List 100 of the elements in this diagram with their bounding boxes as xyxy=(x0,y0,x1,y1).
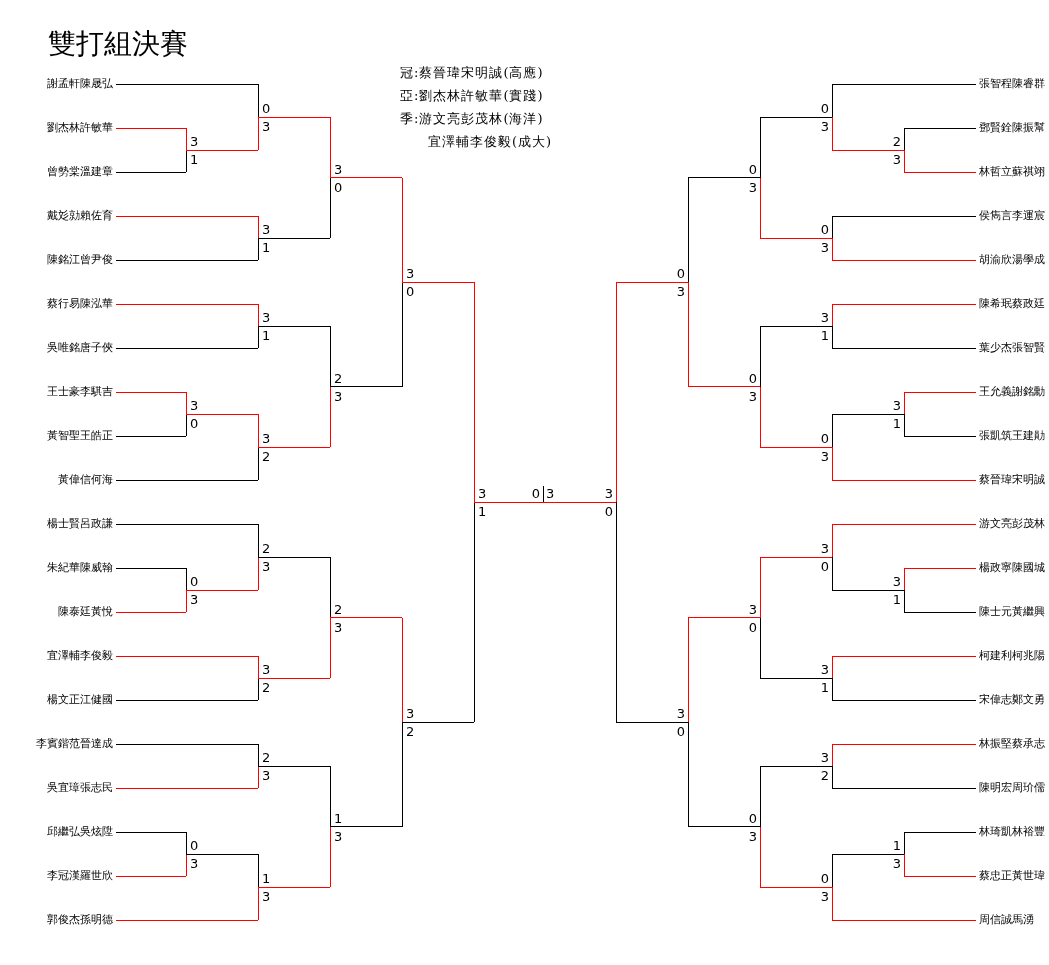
player-name: 吳唯銘唐子俠 xyxy=(47,342,113,353)
score: 1 xyxy=(892,839,901,852)
score: 0 xyxy=(262,102,271,115)
player-name: 黃智聖王皓正 xyxy=(47,430,113,441)
score: 0 xyxy=(748,811,757,825)
score: 3 xyxy=(546,487,555,500)
score: 0 xyxy=(820,223,829,236)
player-name: 蔡行易陳泓華 xyxy=(47,298,113,309)
score: 3 xyxy=(820,241,829,254)
score: 2 xyxy=(334,371,343,385)
score: 3 xyxy=(262,769,271,782)
score: 3 xyxy=(604,487,613,500)
score: 3 xyxy=(334,620,343,634)
score: 0 xyxy=(748,371,757,385)
score: 3 xyxy=(190,135,199,148)
player-name: 陳士元黃繼興 xyxy=(979,606,1045,617)
score: 3 xyxy=(820,751,829,764)
score: 3 xyxy=(262,120,271,133)
score: 3 xyxy=(820,311,829,324)
player-name: 林振堅蔡承志 xyxy=(979,738,1045,749)
score: 0 xyxy=(748,162,757,176)
score: 0 xyxy=(190,417,199,430)
score: 2 xyxy=(334,602,343,616)
score: 1 xyxy=(334,811,343,825)
score: 1 xyxy=(820,329,829,342)
player-name: 朱紀華陳威翰 xyxy=(47,562,113,573)
score: 1 xyxy=(892,417,901,430)
player-name: 曾勢棠溫建章 xyxy=(47,166,113,177)
player-name: 蔡忠正黃世瑋 xyxy=(979,870,1045,881)
player-name: 郭俊杰孫明德 xyxy=(47,914,113,925)
score: 3 xyxy=(334,829,343,843)
player-name: 楊士賢呂政謙 xyxy=(47,518,113,529)
score: 3 xyxy=(748,602,757,616)
score: 1 xyxy=(262,329,271,342)
score: 2 xyxy=(262,542,271,555)
score: 3 xyxy=(748,829,757,843)
player-name: 林琦凱林裕豐 xyxy=(979,826,1045,837)
score: 0 xyxy=(676,267,685,280)
score: 3 xyxy=(262,223,271,236)
score: 3 xyxy=(190,593,199,606)
score: 0 xyxy=(748,620,757,634)
score: 0 xyxy=(604,505,613,518)
score: 3 xyxy=(820,663,829,676)
score: 2 xyxy=(262,751,271,764)
player-name: 陳泰廷黃悅 xyxy=(58,606,113,617)
score: 2 xyxy=(262,681,271,694)
player-name: 陳希珉蔡政廷 xyxy=(979,298,1045,309)
score: 3 xyxy=(748,180,757,194)
player-name: 劉杰林許敏華 xyxy=(47,122,113,133)
score: 3 xyxy=(334,389,343,403)
player-name: 張智程陳睿群 xyxy=(979,78,1045,89)
player-name: 陳銘江曾尹俊 xyxy=(47,254,113,265)
score: 3 xyxy=(676,285,685,298)
result-line: 季:游文亮彭茂林(海洋) xyxy=(400,112,544,125)
player-name: 謝孟軒陳晟弘 xyxy=(47,78,113,89)
player-name: 黃偉信何海 xyxy=(58,474,113,485)
score: 0 xyxy=(190,839,199,852)
score: 3 xyxy=(406,267,415,280)
score: 3 xyxy=(892,575,901,588)
score: 3 xyxy=(820,120,829,133)
score: 3 xyxy=(478,487,487,500)
score: 3 xyxy=(892,399,901,412)
score: 1 xyxy=(892,593,901,606)
result-line: 冠:蔡晉瑋宋明誠(高應) xyxy=(400,66,544,79)
score: 3 xyxy=(190,857,199,870)
score: 3 xyxy=(406,707,415,720)
player-name: 葉少杰張智賢 xyxy=(979,342,1045,353)
title: 雙打組決賽 xyxy=(48,30,188,58)
player-name: 王允義謝銘勳 xyxy=(979,386,1045,397)
player-name: 胡渝欣湯學成 xyxy=(979,254,1045,265)
score: 1 xyxy=(262,241,271,254)
player-name: 戴彣勍賴佐育 xyxy=(47,210,113,221)
player-name: 王士豪李騏吉 xyxy=(47,386,113,397)
score: 1 xyxy=(820,681,829,694)
score: 3 xyxy=(262,663,271,676)
score: 3 xyxy=(892,857,901,870)
score: 1 xyxy=(478,505,487,518)
player-name: 蔡晉瑋宋明誠 xyxy=(979,474,1045,485)
player-name: 楊政寧陳國城 xyxy=(979,562,1045,573)
player-name: 游文亮彭茂林 xyxy=(979,518,1045,529)
score: 0 xyxy=(334,180,343,194)
score: 0 xyxy=(820,102,829,115)
score: 3 xyxy=(820,890,829,903)
score: 2 xyxy=(892,135,901,148)
score: 3 xyxy=(334,162,343,176)
player-name: 陳明宏周玠儒 xyxy=(979,782,1045,793)
player-name: 鄧賢銓陳振幫 xyxy=(979,122,1045,133)
player-name: 李冠漢羅世欣 xyxy=(47,870,113,881)
player-name: 柯建利柯兆陽 xyxy=(979,650,1045,661)
player-name: 宋偉志鄭文勇 xyxy=(979,694,1045,705)
score: 3 xyxy=(676,707,685,720)
score: 0 xyxy=(820,872,829,885)
score: 2 xyxy=(262,450,271,463)
player-name: 林哲立蘇祺翊 xyxy=(979,166,1045,177)
score: 3 xyxy=(892,153,901,166)
score: 3 xyxy=(262,890,271,903)
player-name: 周信誠馬湧 xyxy=(979,914,1034,925)
score: 1 xyxy=(190,153,199,166)
score: 0 xyxy=(531,487,540,500)
score: 0 xyxy=(676,725,685,738)
